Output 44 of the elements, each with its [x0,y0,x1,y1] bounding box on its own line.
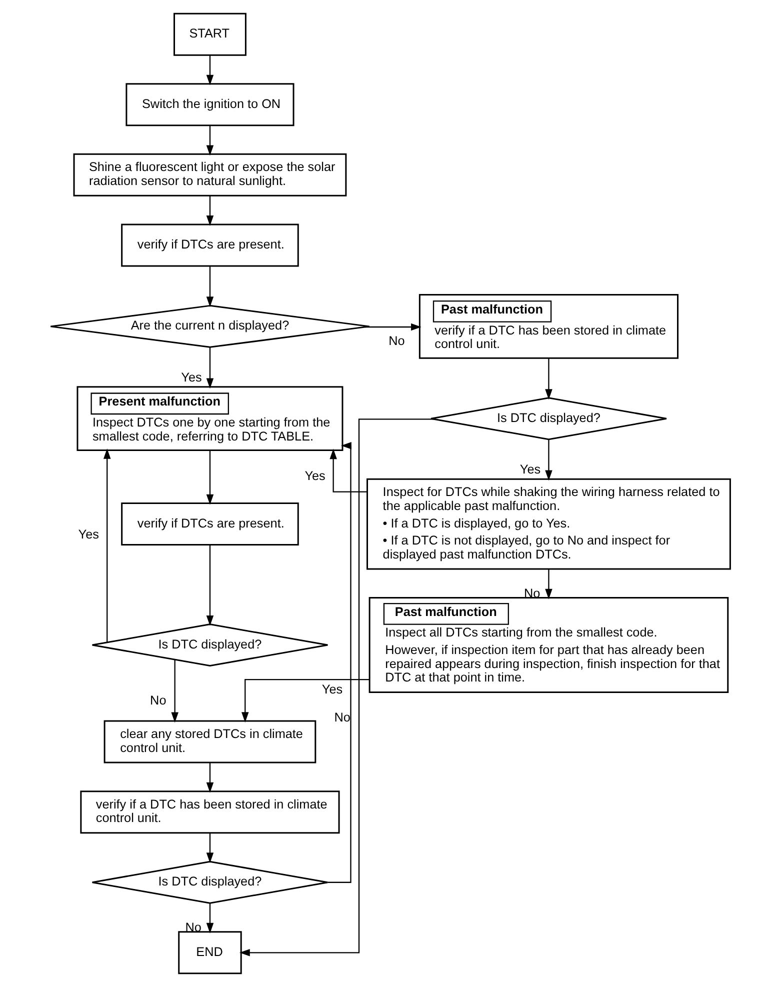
arrow [206,266,214,307]
edge-label: Yes [304,468,326,483]
node-box: START [174,12,246,56]
arrow [545,438,552,480]
arrow [206,346,214,388]
node-diamond: Is DTC displayed? [92,860,328,904]
edge-label: Yes [520,462,541,476]
arrow [206,450,214,504]
node-box: END [178,930,242,974]
arrow [328,442,352,882]
node-box: Present malfunction Inspect DTCs one by one starting from the smallest code, referring to DTC TABLE. [76,386,344,451]
edge-label: Yes [181,370,202,384]
node-box: clear any stored DTCs in climate control unit. [104,720,316,763]
arrow [206,762,214,792]
edge-label: Yes [322,682,343,696]
node-diamond: Is DTC displayed? [92,623,328,666]
edge-label: No [150,692,166,707]
node-diamond: Are the current n displayed? [50,304,370,348]
arrow [206,196,214,226]
arrow [206,832,214,863]
node-box: Past malfunction verify if a DTC has been stored in climate control unit. [418,294,679,358]
node-box: Inspect for DTCs while shaking the wiring harness related to the applicable past malfunction. • If a DTC is displayed, go to Yes. • If a DTC is not displayed, go to No and inspect for displayed past malfunction DTCs. [366,478,731,570]
edge-label: Yes [78,527,99,542]
arrow [545,568,552,599]
edge-label: No [334,710,350,724]
arrow [206,54,214,85]
node-box: verify if a DTC has been stored in climate control unit. [80,790,340,834]
node-box: verify if DTCs are present. [121,223,299,266]
arrow [206,902,214,933]
node-box: Past malfunction Inspect all DTCs starting from the smallest code. However, if inspection item for part that has already been repaired appears during inspection, finish inspection for that DTC at that point in time. [368,596,729,692]
node-box: verify if DTCs are present. [121,502,299,546]
node-box: Switch the ignition to ON [126,82,294,126]
arrow [171,659,178,722]
arrow [206,544,214,626]
arrow [545,358,552,400]
arrow [241,678,370,722]
edge-label: No [388,334,405,348]
node-box: Shine a fluorescent light or expose the solar radiation sensor to natural sunlight. [73,152,347,196]
arrow [239,418,434,956]
arrow [103,448,111,642]
arrow [330,448,367,492]
arrow [206,125,214,156]
arrow [364,322,422,330]
node-diamond: Is DTC displayed? [430,396,668,440]
